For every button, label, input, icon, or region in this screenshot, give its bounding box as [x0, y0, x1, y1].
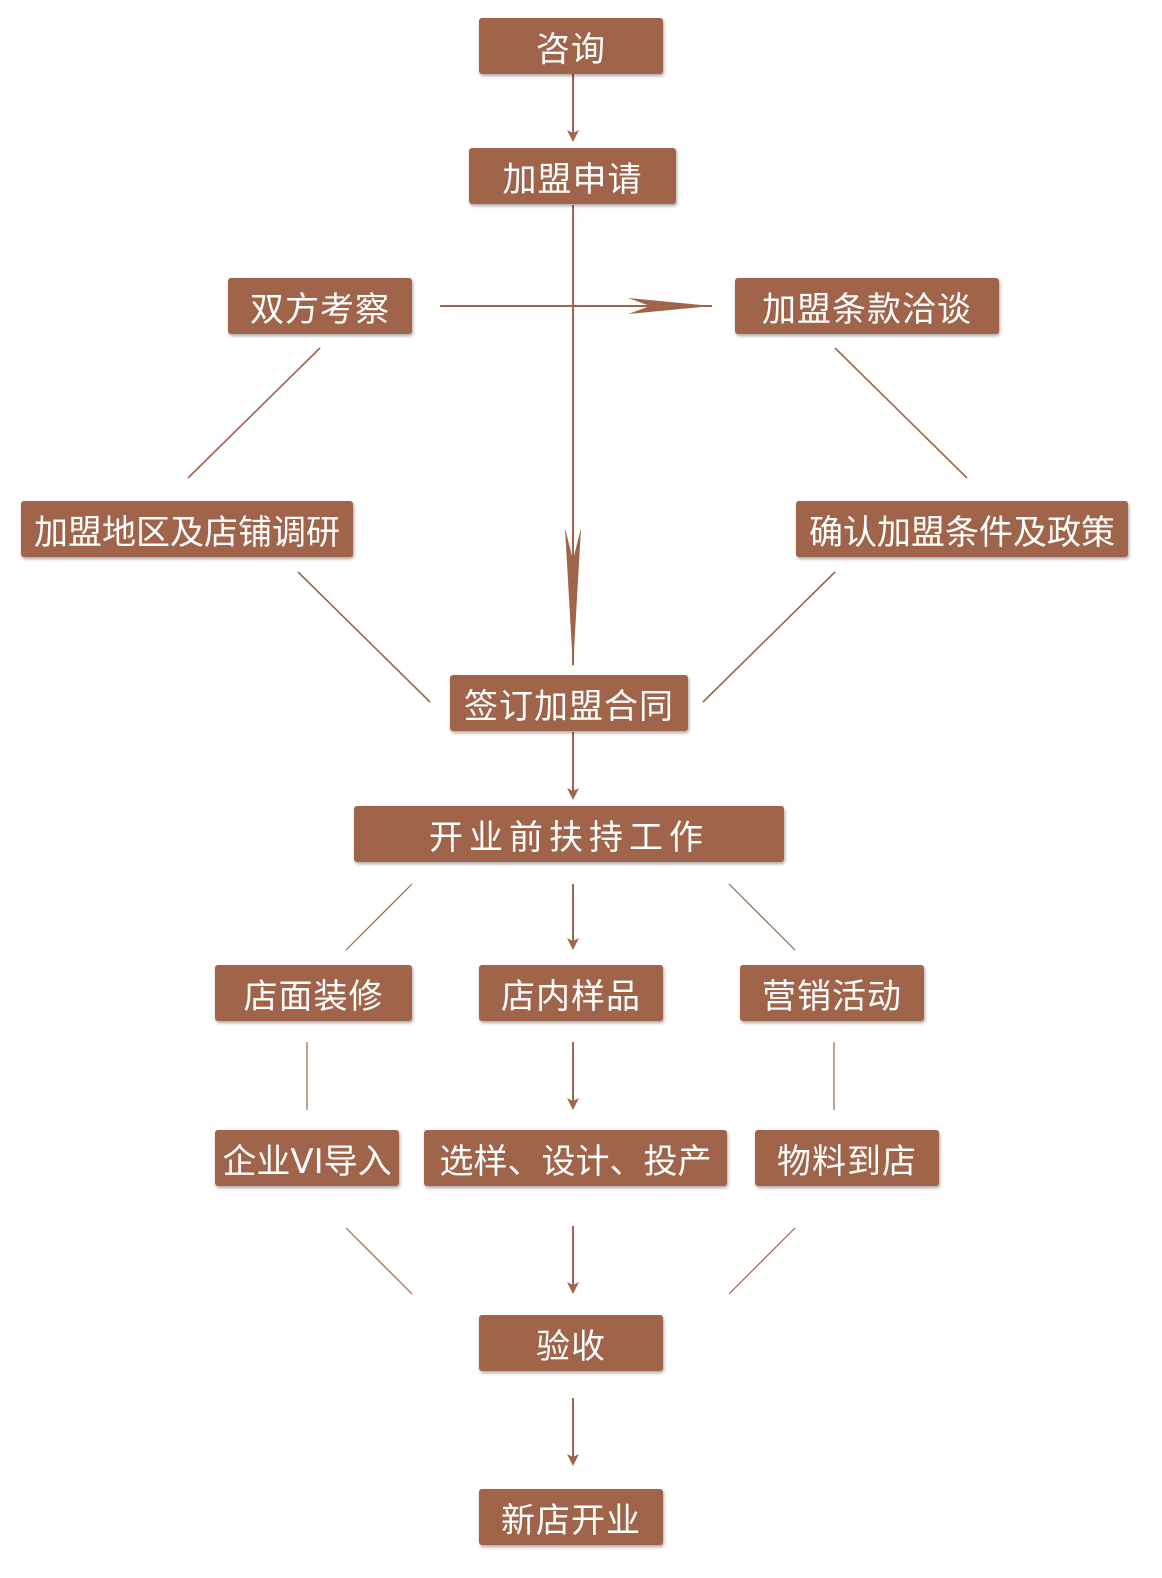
- node-confirm: 确认加盟条件及政策: [796, 501, 1128, 557]
- node-design: 选样、设计、投产: [424, 1130, 727, 1186]
- node-samples: 店内样品: [479, 965, 663, 1021]
- node-inspect: 双方考察: [228, 278, 412, 334]
- node-opening: 新店开业: [479, 1489, 663, 1545]
- line-support-to-marketing: [728, 883, 796, 951]
- node-decor: 店面装修: [215, 965, 412, 1021]
- line-materials-to-acceptance: [728, 1227, 796, 1295]
- line-vi-to-acceptance: [345, 1227, 413, 1295]
- node-research: 加盟地区及店铺调研: [21, 501, 353, 557]
- line-inspect-to-research: [187, 347, 321, 479]
- line-research-to-sign: [297, 571, 431, 703]
- arrowhead-horizontal-long: [628, 298, 712, 314]
- line-support-to-decor: [345, 883, 413, 951]
- line-confirm-to-sign: [702, 571, 836, 703]
- node-vi: 企业VI导入: [215, 1130, 399, 1186]
- node-marketing: 营销活动: [740, 965, 924, 1021]
- arrowhead-center-long: [565, 528, 581, 668]
- node-acceptance: 验收: [479, 1315, 663, 1371]
- node-consult: 咨询: [479, 18, 663, 74]
- node-materials: 物料到店: [755, 1130, 939, 1186]
- node-negotiate: 加盟条款洽谈: [735, 278, 999, 334]
- node-support: 开业前扶持工作: [354, 806, 784, 862]
- line-negotiate-to-confirm: [834, 347, 968, 479]
- node-apply: 加盟申请: [469, 148, 676, 204]
- node-sign: 签订加盟合同: [450, 675, 688, 731]
